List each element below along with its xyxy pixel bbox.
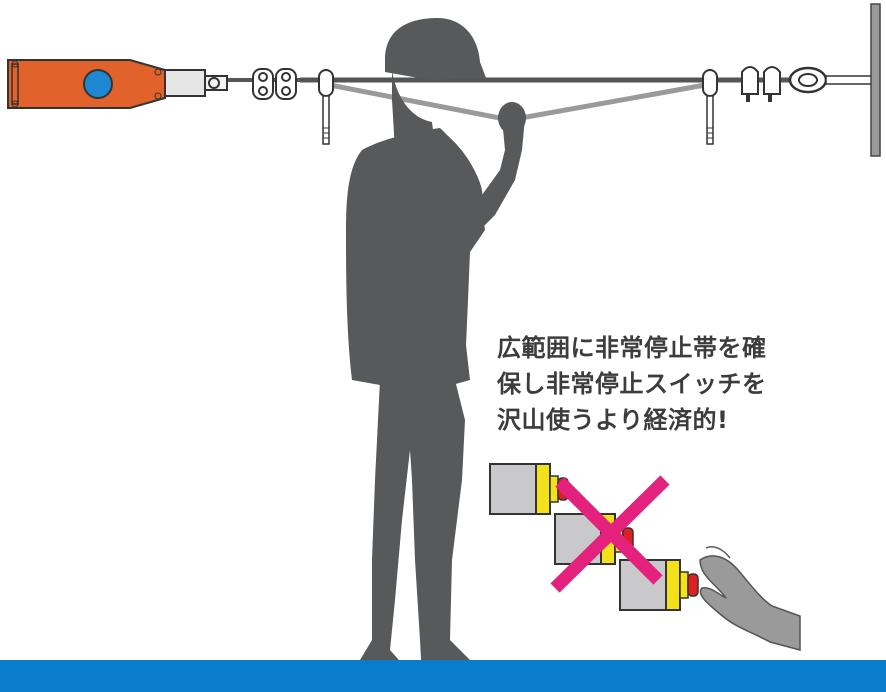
- caption-line: 広範囲に非常停止帯を確: [497, 334, 767, 362]
- estop-switch-icon: [489, 463, 569, 515]
- wire-clamp-icon: [252, 68, 297, 100]
- caption-line: 沢山使うより経済的!: [497, 406, 729, 434]
- cross-mark-icon: [550, 475, 670, 593]
- eye-bolt-icon: [318, 69, 334, 145]
- floor-band: [0, 660, 886, 692]
- benefit-caption: 広範囲に非常停止帯を確 保し非常停止スイッチを 沢山使うより経済的!: [497, 330, 827, 438]
- worker-silhouette-icon: [346, 18, 526, 688]
- caption-line: 保し非常停止スイッチを: [497, 370, 767, 398]
- eye-bolt-icon: [702, 69, 718, 145]
- estop-switch-icon: [619, 559, 699, 611]
- pull-wire-switch-icon: [7, 59, 228, 109]
- hand-icon: [699, 546, 801, 651]
- turnbuckle-icon: [741, 66, 877, 102]
- end-post-icon: [870, 3, 881, 157]
